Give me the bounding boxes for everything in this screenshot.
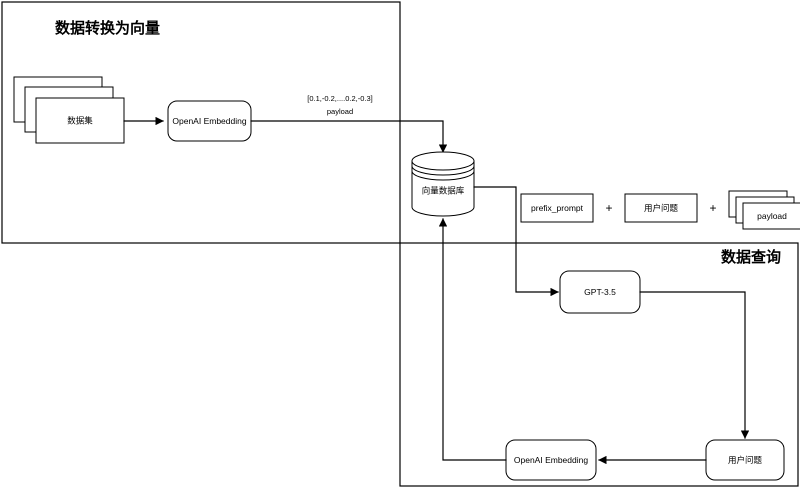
query-panel-title: 数据查询 xyxy=(721,248,781,266)
edge-embedding-to-vectordb-query xyxy=(438,218,507,461)
embedding-top-node[interactable]: OpenAI Embedding xyxy=(167,100,252,142)
vector-database-ring-one xyxy=(411,165,475,176)
edge-embedding-to-vectordb xyxy=(250,120,448,153)
query-panel-frame xyxy=(399,242,799,487)
prefix-prompt-node[interactable]: prefix_prompt xyxy=(520,193,594,223)
prefix-prompt-label: prefix_prompt xyxy=(531,203,584,213)
edge-vectordb-to-gpt xyxy=(473,186,559,297)
user-question-prompt-label: 用户问题 xyxy=(644,203,679,213)
ingest-panel-title: 数据转换为向量 xyxy=(55,19,160,37)
embedding-top-label: OpenAI Embedding xyxy=(172,116,246,126)
vector-database-top-ellipse xyxy=(411,151,475,171)
embedding-bottom-label: OpenAI Embedding xyxy=(514,455,588,465)
gpt-label: GPT-3.5 xyxy=(584,287,616,297)
payload-vector-label: [0.1,-0.2,....0.2,-0.3] xyxy=(307,94,372,103)
plus-operator-one: + xyxy=(605,201,612,215)
dataset-label: 数据集 xyxy=(67,115,93,125)
user-question-bottom-label: 用户问题 xyxy=(728,455,763,465)
payload-word-label: payload xyxy=(327,107,353,116)
edge-gpt-to-user-question xyxy=(639,291,750,439)
ingest-panel-frame xyxy=(1,1,401,244)
payload-stack-label: payload xyxy=(757,211,787,221)
prefix-prompt-box xyxy=(520,193,594,223)
payload-stack-front xyxy=(742,202,800,230)
gpt-node[interactable]: GPT-3.5 xyxy=(559,270,641,314)
embedding-bottom-node[interactable]: OpenAI Embedding xyxy=(505,439,597,481)
vector-database-node[interactable]: 向量数据库 xyxy=(411,151,475,217)
vector-database-ring-two xyxy=(411,170,475,181)
user-question-prompt-node[interactable]: 用户问题 xyxy=(624,193,698,223)
dataset-stack[interactable]: 数据集 xyxy=(13,76,125,144)
plus-operator-two: + xyxy=(709,201,716,215)
user-question-prompt-box xyxy=(624,193,698,223)
user-question-bottom-node[interactable]: 用户问题 xyxy=(705,439,785,481)
payload-stack[interactable]: payload xyxy=(728,190,800,230)
vector-database-body xyxy=(411,160,475,217)
vector-database-label: 向量数据库 xyxy=(422,185,465,195)
dataset-stack-front xyxy=(35,97,125,144)
